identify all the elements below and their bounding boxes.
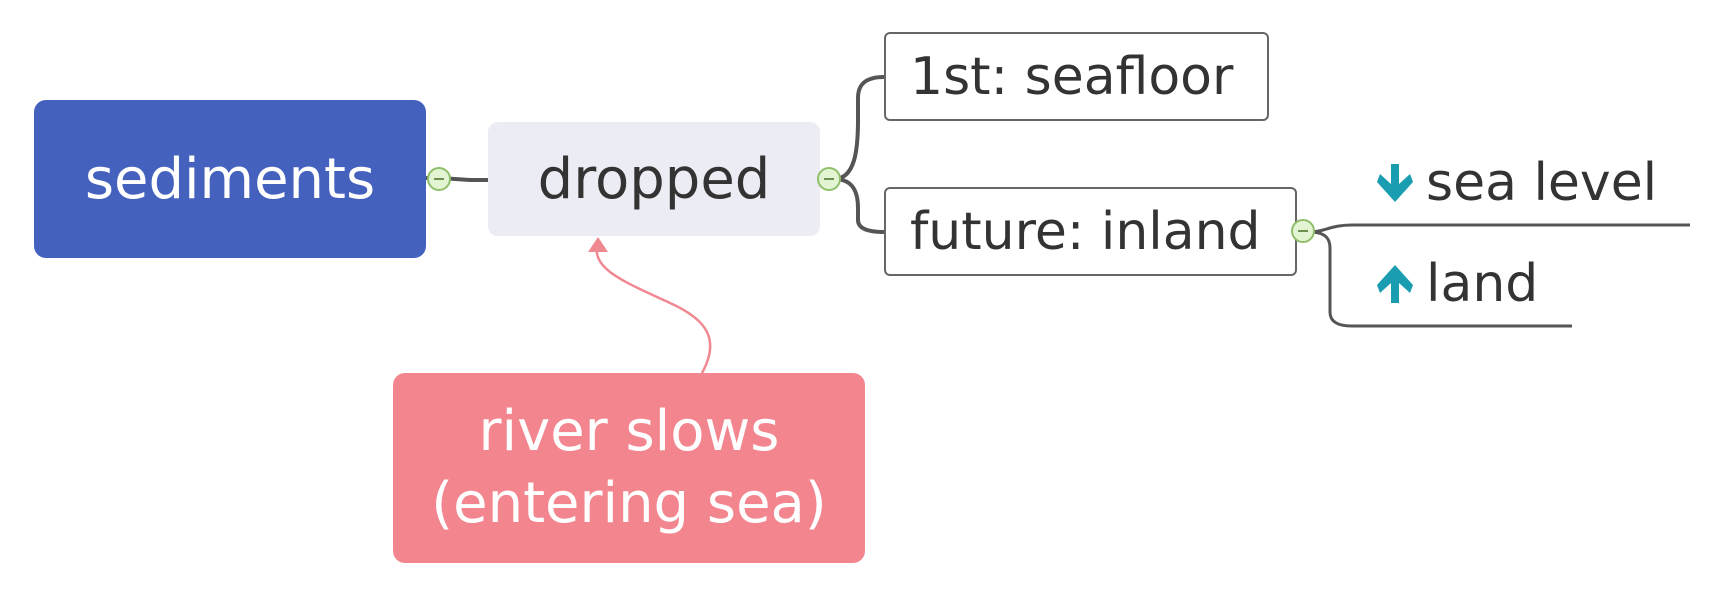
leaf-sea-level-label: sea level [1426, 153, 1658, 213]
floating-topic[interactable]: river slows (entering sea) [393, 373, 865, 563]
main-topic-label: dropped [537, 146, 771, 212]
connector-inland-to-sealevel [1308, 223, 1690, 234]
central-topic-label: sediments [84, 146, 376, 212]
leaf-sea-level[interactable]: sea level [1376, 150, 1657, 216]
connector-inland-to-land [1308, 230, 1572, 328]
arrow-down-icon [1377, 164, 1413, 202]
subtopic-inland[interactable]: future: inland [884, 187, 1297, 276]
collapse-central-icon[interactable] [427, 167, 451, 191]
leaf-land-label: land [1426, 254, 1539, 314]
subtopic-seafloor[interactable]: 1st: seafloor [884, 32, 1269, 121]
collapse-inland-icon[interactable] [1291, 219, 1315, 243]
central-topic[interactable]: sediments [34, 100, 426, 258]
main-topic-dropped[interactable]: dropped [488, 122, 820, 236]
connector-main-to-inland [833, 177, 885, 234]
floating-topic-line1: river slows [478, 399, 780, 465]
subtopic-seafloor-label: 1st: seafloor [910, 46, 1234, 107]
floating-topic-line2: (entering sea) [431, 471, 827, 536]
relationship-line [595, 241, 712, 374]
arrow-up-icon [1377, 265, 1413, 303]
relationship-arrowhead [588, 237, 608, 252]
leaf-land[interactable]: land [1376, 251, 1538, 317]
connector-main-to-seafloor [833, 75, 885, 181]
subtopic-inland-label: future: inland [910, 201, 1261, 262]
collapse-main-icon[interactable] [817, 167, 841, 191]
